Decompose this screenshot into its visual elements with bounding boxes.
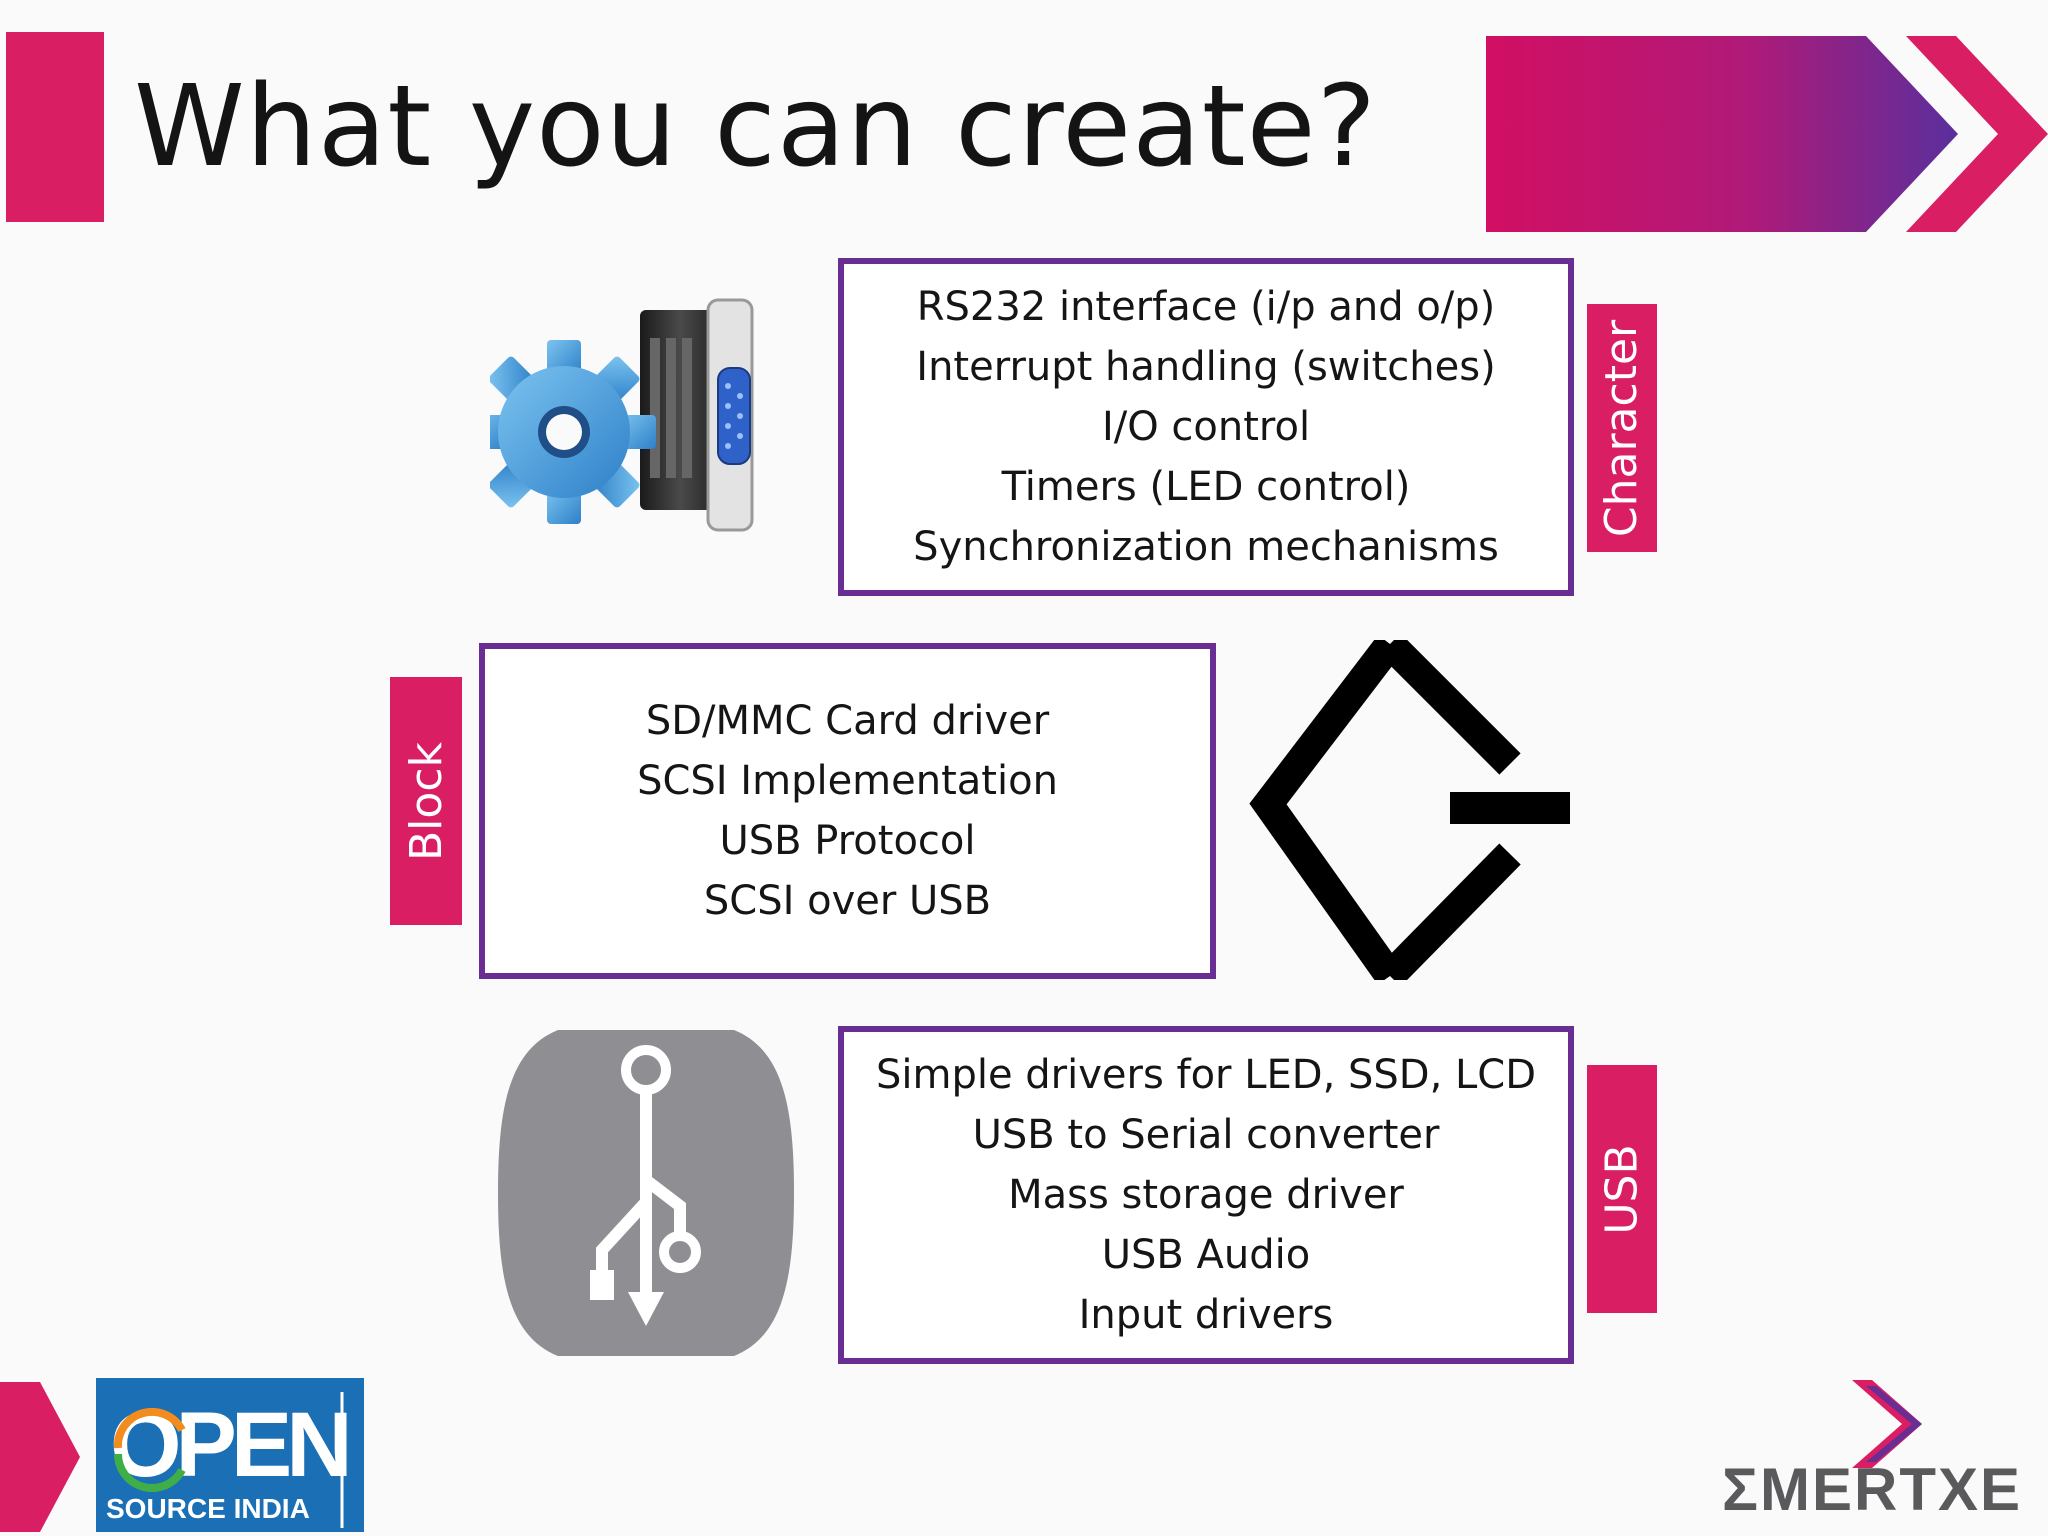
usb-icon bbox=[498, 1030, 794, 1356]
open-source-logo-tagline: SOURCE INDIA bbox=[106, 1493, 310, 1524]
page-title: What you can create? bbox=[134, 62, 1378, 192]
character-driver-box: RS232 interface (i/p and o/p) Interrupt … bbox=[838, 258, 1574, 596]
usb-tag-label: USB bbox=[1596, 1143, 1648, 1235]
open-source-india-logo: OPEN SOURCE INDIA bbox=[96, 1378, 364, 1532]
list-item: Simple drivers for LED, SSD, LCD bbox=[875, 1052, 1537, 1098]
list-item: I/O control bbox=[1101, 404, 1311, 450]
character-tag-label: Character bbox=[1596, 319, 1648, 537]
list-item: Input drivers bbox=[1078, 1292, 1334, 1338]
list-item: Interrupt handling (switches) bbox=[916, 344, 1496, 390]
block-driver-box: SD/MMC Card driver SCSI Implementation U… bbox=[479, 643, 1216, 979]
list-item: USB to Serial converter bbox=[972, 1112, 1440, 1158]
block-tag: Block bbox=[390, 677, 462, 925]
usb-driver-box: Simple drivers for LED, SSD, LCD USB to … bbox=[838, 1026, 1574, 1364]
list-item: RS232 interface (i/p and o/p) bbox=[916, 284, 1496, 330]
list-item: USB Protocol bbox=[719, 818, 976, 864]
footer-arrow-graphic bbox=[0, 1382, 80, 1532]
title-accent-bar bbox=[6, 32, 104, 222]
list-item: Synchronization mechanisms bbox=[913, 524, 1499, 570]
gear-serial-connector-icon bbox=[490, 298, 754, 532]
emertxe-logo: ΣMERTXE bbox=[1716, 1378, 2036, 1523]
header-chevron-graphic bbox=[1486, 36, 2048, 232]
list-item: Timers (LED control) bbox=[1001, 464, 1411, 510]
character-tag: Character bbox=[1587, 304, 1657, 552]
list-item: USB Audio bbox=[1101, 1232, 1311, 1278]
list-item: Mass storage driver bbox=[1008, 1172, 1404, 1218]
list-item: SCSI over USB bbox=[703, 878, 992, 924]
list-item: SCSI Implementation bbox=[637, 758, 1058, 804]
list-item: SD/MMC Card driver bbox=[645, 698, 1050, 744]
emertxe-logo-word: ΣMERTXE bbox=[1722, 1456, 2022, 1518]
usb-tag: USB bbox=[1587, 1065, 1657, 1313]
block-tag-label: Block bbox=[400, 741, 452, 861]
block-device-icon bbox=[1249, 640, 1570, 980]
